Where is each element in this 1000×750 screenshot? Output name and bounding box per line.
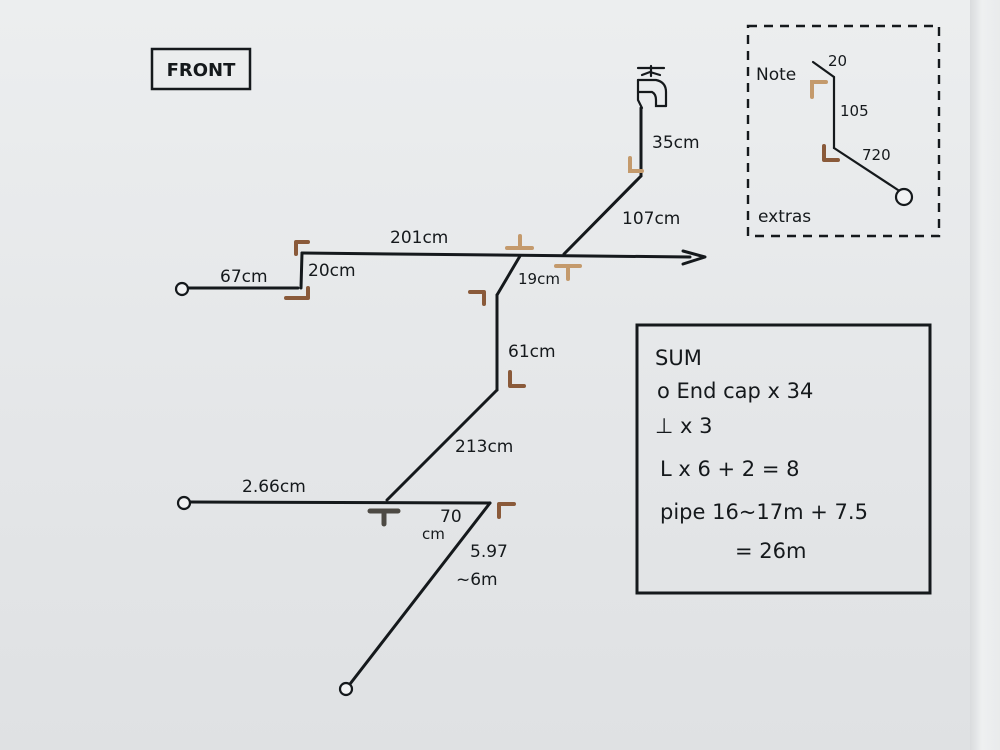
end-cap-icon [894, 187, 914, 207]
length-vertical: 61cm [508, 342, 556, 362]
sum-tee: ⊥ x 3 [655, 414, 712, 438]
pipe-short-drop [495, 254, 522, 297]
tee-fitting-icon [505, 234, 534, 250]
tee-fitting-icon [554, 264, 582, 281]
pipe-lower-left [188, 500, 492, 505]
length-long-diagonal-2: ~6m [456, 570, 498, 590]
length-main-run: 201cm [390, 228, 448, 248]
length-diagonal-up: 107cm [622, 209, 680, 229]
length-diagonal-down: 213cm [455, 437, 513, 457]
elbow-fitting-icon [508, 370, 526, 388]
tee-fitting-icon [367, 508, 401, 527]
sum-box [635, 323, 932, 595]
end-cap-icon [174, 281, 190, 297]
note-label: Note [756, 65, 796, 85]
pipe-main-run [300, 251, 692, 259]
length-lower-left: 2.66cm [242, 477, 306, 497]
elbow-fitting-icon [810, 80, 828, 99]
sum-pipe: pipe 16~17m + 7.5 [660, 500, 868, 524]
sum-elbow: L x 6 + 2 = 8 [660, 457, 799, 481]
length-tap-drop: 35cm [652, 133, 700, 153]
elbow-fitting-icon [628, 156, 644, 173]
note-value-2: 105 [840, 102, 869, 120]
pipe-diagonal-down [385, 388, 499, 502]
length-long-diagonal-1: 5.97 [470, 542, 508, 562]
note-pipe-stub [811, 60, 836, 79]
end-cap-icon [338, 681, 354, 697]
note-value-3: 720 [862, 146, 891, 164]
front-label-box [150, 47, 252, 91]
pipe-riser [299, 251, 304, 290]
elbow-fitting-icon [284, 286, 310, 300]
sum-total: = 26m [735, 539, 806, 563]
faucet-icon [636, 64, 668, 110]
sum-heading: SUM [655, 346, 702, 370]
length-riser: 20cm [308, 261, 356, 281]
note-pipe-diagonal [832, 146, 900, 192]
elbow-fitting-icon [497, 502, 516, 519]
arrow-head-icon [681, 249, 707, 266]
length-lower-stub-unit: cm [422, 525, 445, 543]
pipe-diagonal-up [562, 174, 643, 256]
elbow-fitting-icon [294, 240, 310, 256]
paper-edge [970, 0, 1000, 750]
note-value-1: 20 [828, 52, 847, 70]
elbow-fitting-icon [468, 290, 486, 306]
pipe-long-diagonal [348, 501, 492, 686]
front-label: FRONT [167, 60, 237, 81]
length-short-drop: 19cm [518, 270, 560, 288]
extras-label: extras [758, 207, 811, 227]
length-left-branch: 67cm [220, 267, 268, 287]
elbow-fitting-icon [822, 144, 840, 162]
length-lower-stub-value: 70 [440, 507, 462, 527]
end-cap-icon [176, 495, 192, 511]
sum-end-cap: o End cap x 34 [657, 379, 813, 403]
note-box [746, 24, 941, 238]
